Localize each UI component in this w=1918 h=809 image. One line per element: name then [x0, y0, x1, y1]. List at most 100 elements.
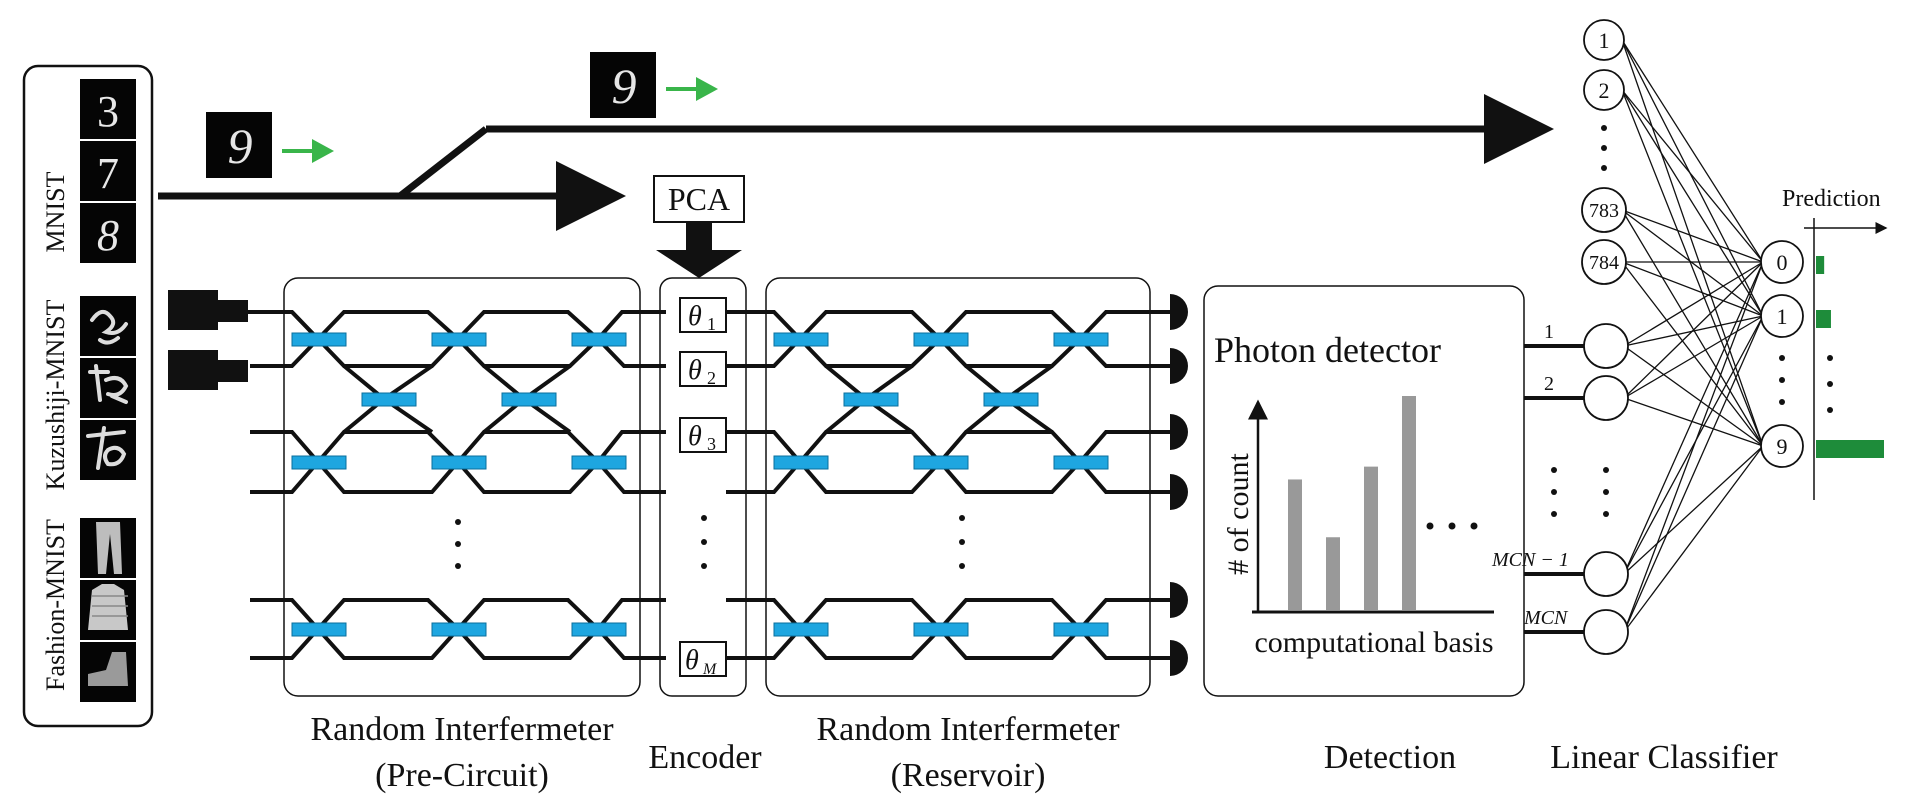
input-node-1-label: 1: [1599, 28, 1610, 53]
hidden-vdots: [1551, 467, 1609, 517]
input-node-783: [1581, 187, 1627, 233]
reservoir-interferometer: [726, 277, 1170, 697]
detection-x-label: computational basis: [1254, 626, 1493, 659]
prediction-label: Prediction: [1782, 186, 1881, 212]
mnist-thumbnails: 3 7 8: [80, 79, 136, 263]
connection-3-1: [1621, 261, 1764, 317]
input-node-1: [1583, 19, 1625, 61]
detection-label: Detection: [1324, 739, 1456, 776]
detection-panel: Photon detector # of count computational…: [1203, 285, 1525, 697]
theta-symbol-2: θ: [688, 355, 702, 386]
reservoir-vdots: [959, 515, 965, 569]
detector-head-5-icon: [1170, 582, 1188, 618]
input-digit-2: 9: [612, 58, 637, 114]
theta-box-3: [679, 417, 727, 453]
output-node-0: [1760, 240, 1804, 284]
detection-bar-3: [1364, 466, 1378, 610]
connection-5-0: [1623, 261, 1764, 399]
theta-symbol-m: θ: [685, 645, 699, 676]
connection-1-1: [1621, 89, 1764, 317]
encoder-label: Encoder: [648, 739, 762, 776]
connection-0-1: [1621, 39, 1764, 317]
laser-sources: [168, 290, 248, 390]
connection-4-2: [1623, 345, 1764, 447]
input-digit-thumb-1: [206, 112, 272, 178]
encoder-block: θ 1 θ 2 θ 3 θ M: [659, 277, 747, 697]
output-node-9: [1760, 424, 1804, 468]
input-digit-thumb-2: [590, 52, 656, 118]
pca-down-arrow-icon: [656, 222, 742, 278]
input-node-784-label: 784: [1589, 252, 1619, 274]
pca-box: [653, 175, 745, 223]
hidden-label-1: 1: [1544, 321, 1554, 343]
pre-circuit-beamsplitters: [291, 332, 627, 637]
input-node-783-label: 783: [1589, 200, 1619, 222]
classifier-connections: [1621, 39, 1764, 633]
reservoir-label-line1: Random Interfermeter: [816, 711, 1120, 748]
connection-2-1: [1621, 209, 1764, 317]
connection-5-2: [1623, 397, 1764, 447]
kuzushiji-thumbnails: [80, 296, 136, 480]
mnist-label: MNIST: [41, 171, 70, 252]
hidden-node-1: [1583, 323, 1629, 369]
detection-ellipsis: [1426, 522, 1478, 530]
connection-6-1: [1623, 315, 1764, 575]
mnist-digit-7: 7: [97, 149, 119, 198]
detection-bar-4: [1402, 396, 1416, 610]
connection-1-2: [1621, 89, 1764, 447]
output-node-1: [1760, 294, 1804, 338]
fashion-label: Fashion-MNIST: [41, 519, 70, 691]
pca-label: PCA: [668, 181, 730, 217]
detection-bar-1: [1288, 479, 1302, 610]
linear-classifier: 1 2 783 784 1 2 MCN − 1 MCN: [1491, 19, 1888, 655]
prediction-bar-1: [1816, 310, 1831, 328]
input-vdots: [1601, 125, 1607, 171]
output-node-9-label: 9: [1777, 434, 1788, 459]
input-digit-1: 9: [228, 118, 253, 174]
input-node-784: [1581, 239, 1627, 285]
encoder-box: [659, 277, 747, 697]
reservoir-box: [765, 277, 1151, 697]
green-arrow-1-icon: [282, 139, 334, 163]
green-arrow-2-icon: [666, 77, 718, 101]
photon-detector-title: Photon detector: [1214, 330, 1441, 370]
connection-7-1: [1623, 315, 1764, 633]
hidden-label-2: 2: [1544, 373, 1554, 395]
theta-box-m: [679, 641, 727, 677]
hidden-node-2: [1583, 375, 1629, 421]
prediction-bar-9: [1816, 440, 1884, 458]
theta-box-1: [679, 297, 727, 333]
connection-2-2: [1621, 209, 1764, 447]
input-node-2: [1583, 69, 1625, 111]
reservoir-label-line2: (Reservoir): [891, 757, 1046, 794]
connection-5-1: [1623, 315, 1764, 399]
detector-head-4-icon: [1170, 474, 1188, 510]
fashion-thumbnails: [80, 518, 136, 702]
theta-index-1: 1: [707, 314, 716, 334]
connection-4-0: [1623, 261, 1764, 347]
connection-6-0: [1623, 261, 1764, 575]
connection-4-1: [1623, 315, 1764, 347]
section-labels: Random Interfermeter (Pre-Circuit) Encod…: [310, 711, 1778, 794]
theta-symbol-3: θ: [688, 421, 702, 452]
detection-bars: [1288, 396, 1416, 610]
hidden-node-mcn-1: [1583, 551, 1629, 597]
photon-detector-heads: [1170, 294, 1188, 676]
reservoir-beamsplitters: [773, 332, 1109, 637]
pre-circuit-box: [283, 277, 641, 697]
output-node-1-label: 1: [1777, 304, 1788, 329]
detection-y-label: # of count: [1222, 453, 1255, 575]
detector-head-3-icon: [1170, 414, 1188, 450]
input-flow: 9 9 PCA: [158, 52, 1554, 278]
prediction-bar-0: [1816, 256, 1825, 274]
connection-6-2: [1623, 445, 1764, 575]
theta-index-m: M: [702, 661, 718, 678]
classifier-label: Linear Classifier: [1550, 739, 1778, 776]
dataset-panel: MNIST Kuzushiji-MNIST Fashion-MNIST 3 7 …: [22, 64, 154, 728]
hidden-node-mcn: [1583, 609, 1629, 655]
hidden-label-mcn-1: MCN − 1: [1491, 549, 1569, 571]
kuzushiji-label: Kuzushiji-MNIST: [41, 300, 70, 491]
theta-symbol-1: θ: [688, 301, 702, 332]
connection-0-2: [1621, 39, 1764, 447]
